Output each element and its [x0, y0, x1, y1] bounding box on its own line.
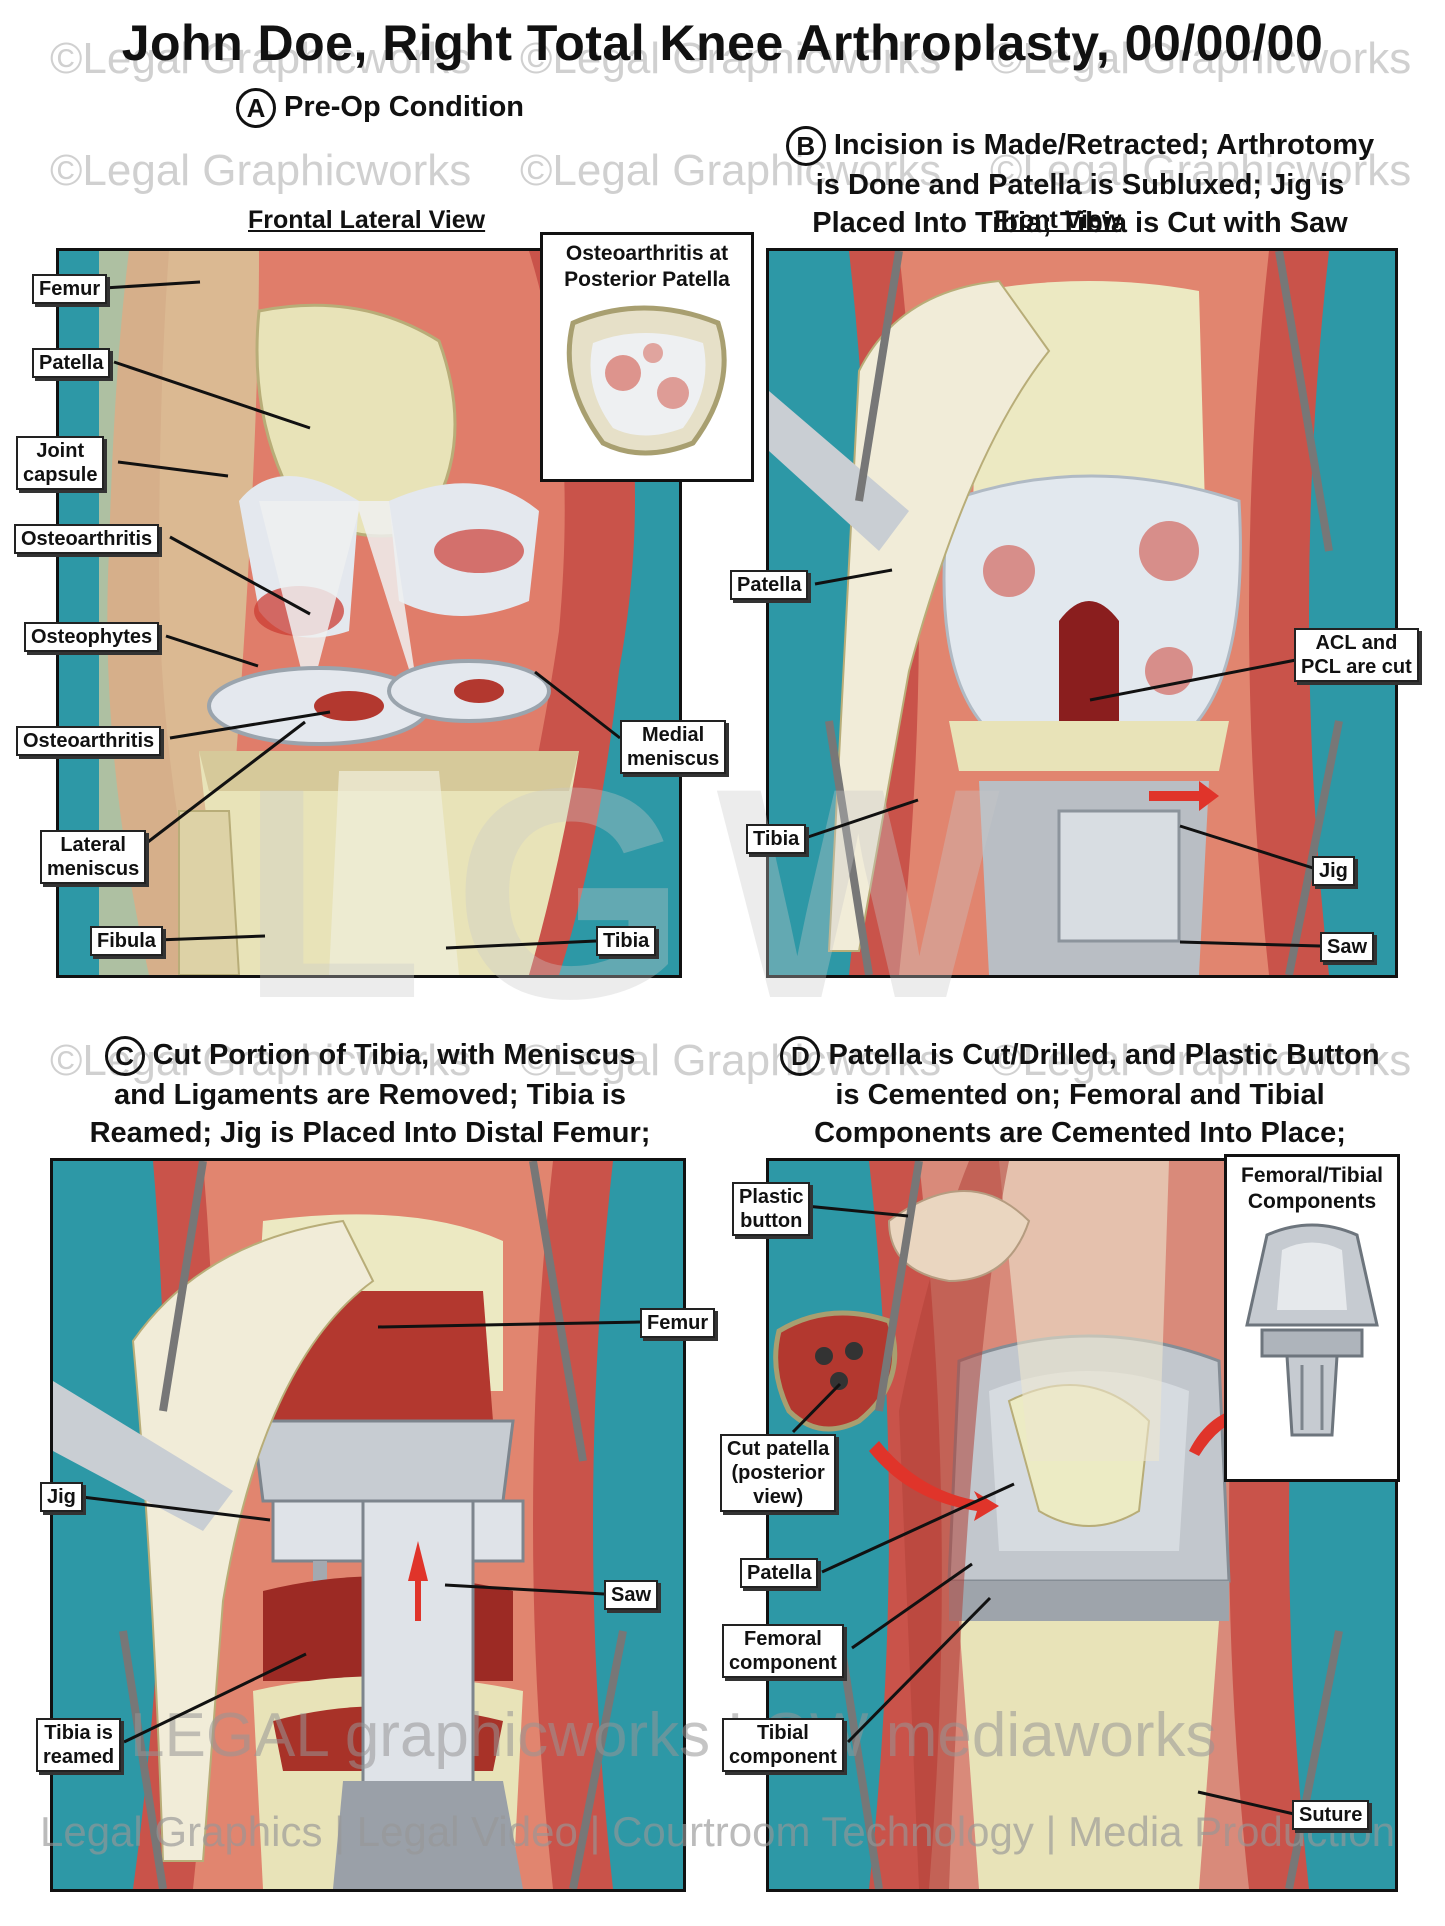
step-b-view: Front View — [994, 206, 1122, 234]
watermark: ©Legal Graphicworks — [50, 146, 472, 195]
inset-a-title: Osteoarthritis at Posterior Patella — [564, 242, 730, 291]
label-saw-c: Saw — [604, 1580, 659, 1610]
label-saw-b: Saw — [1320, 932, 1375, 962]
step-c-letter: C — [104, 1036, 145, 1077]
watermark-logo: LGW — [240, 725, 1030, 1061]
label-plastic-button: Plastic button — [732, 1182, 811, 1236]
step-d-letter: D — [780, 1036, 821, 1077]
label-joint-capsule: Joint capsule — [16, 436, 105, 490]
label-patella-d: Patella — [740, 1558, 819, 1588]
label-tibia: Tibia — [596, 926, 657, 956]
label-patella: Patella — [32, 348, 111, 378]
label-lateral-meniscus: Lateral meniscus — [40, 830, 147, 884]
label-tibia-b: Tibia — [746, 824, 807, 854]
watermark-footer-logo: LEGAL graphicworks LGW mediaworks — [130, 1701, 1217, 1770]
panel-c-illustration — [50, 1158, 686, 1892]
inset-posterior-patella: Osteoarthritis at Posterior Patella — [540, 232, 754, 482]
label-acl-pcl: ACL and PCL are cut — [1294, 628, 1419, 682]
step-b-letter: B — [785, 126, 826, 167]
label-fibula: Fibula — [90, 926, 163, 956]
page-title: John Doe, Right Total Knee Arthroplasty,… — [121, 15, 1324, 71]
step-a-view: Frontal Lateral View — [248, 206, 486, 234]
label-osteophytes: Osteophytes — [24, 622, 160, 652]
label-femoral-component: Femoral component — [722, 1624, 844, 1678]
label-femur-c: Femur — [640, 1308, 716, 1338]
label-jig-c: Jig — [40, 1482, 83, 1512]
inset-d-title: Femoral/Tibial Components — [1241, 1164, 1383, 1213]
label-jig-b: Jig — [1312, 856, 1355, 886]
knee-arthrotomy-drawing — [769, 251, 1395, 975]
label-medial-meniscus: Medial meniscus — [620, 720, 727, 774]
label-suture: Suture — [1292, 1800, 1370, 1830]
step-a-letter: A — [235, 88, 276, 129]
step-a-text: Pre-Op Condition — [283, 91, 525, 123]
label-osteoarthritis: Osteoarthritis — [14, 524, 160, 554]
label-cut-patella: Cut patella (posterior view) — [720, 1434, 837, 1512]
label-osteoarthritis-2: Osteoarthritis — [16, 726, 162, 756]
step-b-text: Incision is Made/Retracted; Arthrotomy i… — [812, 129, 1375, 240]
posterior-patella-icon — [566, 305, 727, 456]
label-patella-b: Patella — [730, 570, 809, 600]
inset-femoral-tibial-components: Femoral/Tibial Components — [1224, 1154, 1400, 1482]
label-tibia-reamed: Tibia is reamed — [36, 1718, 122, 1772]
implant-components-icon — [1245, 1223, 1379, 1437]
label-tibial-component: Tibial component — [722, 1718, 844, 1772]
knee-femur-cut-drawing — [53, 1161, 683, 1889]
watermark-footer: Legal Graphics | Legal Video | Courtroom… — [40, 1808, 1395, 1855]
label-femur: Femur — [32, 274, 108, 304]
